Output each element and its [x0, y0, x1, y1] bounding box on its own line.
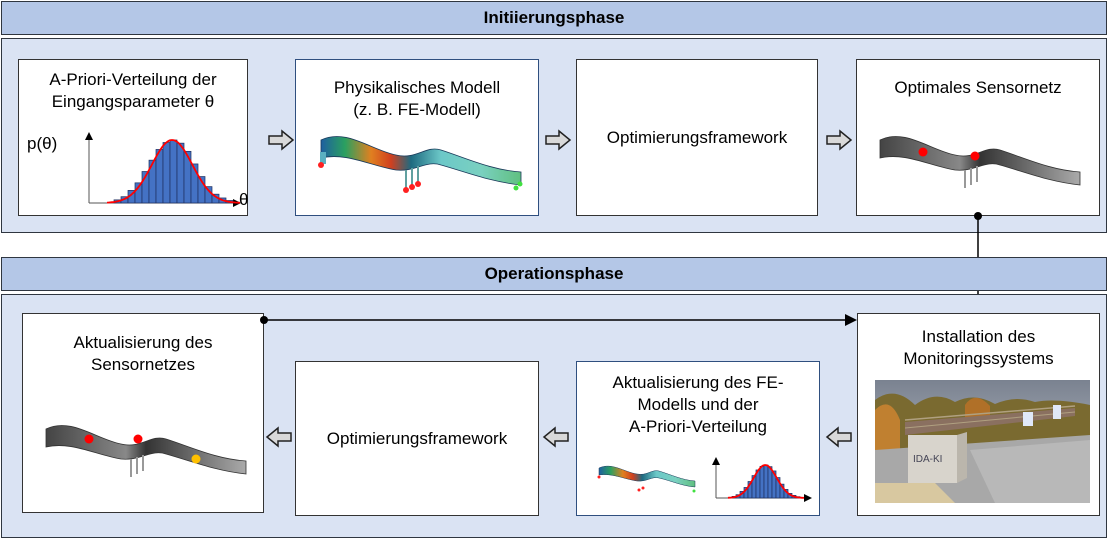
- histogram-bar: [759, 465, 765, 499]
- box-prior-distribution: A-Priori-Verteilung der Eingangsparamete…: [18, 59, 248, 216]
- x-axis-label: θ: [239, 190, 249, 209]
- y-axis-arrowhead: [85, 132, 93, 140]
- phase-title-initiation: Initiierungsphase: [483, 8, 625, 27]
- box-update-fe-model: Aktualisierung des FE- Modells und der A…: [576, 361, 820, 516]
- fe-model-small-image: [597, 465, 696, 493]
- sensor-dot: [970, 151, 980, 161]
- histogram-small-chart: [712, 457, 812, 502]
- box-title-optimal-sensor: Optimales Sensornetz: [894, 78, 1062, 97]
- box-title-optimization: Optimierungsframework: [606, 127, 788, 147]
- box-physical-model: Physikalisches Modell (z. B. FE-Modell): [295, 59, 539, 216]
- title-line: Physikalisches Modell: [333, 78, 501, 97]
- title-line: A-Priori-Verteilung der: [49, 70, 217, 89]
- phase-title-operation: Operationsphase: [484, 264, 624, 283]
- box-optimal-sensor-network: Optimales Sensornetz: [856, 59, 1100, 216]
- arrow-left-icon: [265, 426, 292, 448]
- monitoring-bridge-photo: IDA-KI: [875, 380, 1090, 503]
- box-title-physical: Physikalisches Modell (z. B. FE-Modell): [296, 77, 538, 121]
- title-line: Aktualisierung des: [73, 333, 213, 352]
- box-optimization-framework-2: Optimierungsframework: [295, 361, 539, 516]
- title-line: A-Priori-Verteilung: [629, 417, 767, 436]
- sensor-dot: [918, 147, 928, 157]
- title-line: Eingangsparameter θ: [51, 92, 215, 111]
- y-axis-arrowhead: [712, 457, 720, 465]
- sensor-dot-new: [191, 454, 201, 464]
- title-line: Installation des: [921, 327, 1036, 346]
- title-line: Modells und der: [637, 395, 759, 414]
- fe-model-bridge-image: [318, 136, 523, 193]
- box-optimization-framework: Optimierungsframework: [576, 59, 818, 216]
- y-axis-label: p(θ): [27, 134, 58, 153]
- phase-header-operation: Operationsphase: [1, 257, 1107, 291]
- arrow-right-icon: [268, 129, 295, 151]
- box-title-optimization-2: Optimierungsframework: [326, 428, 508, 448]
- histogram-bar: [763, 464, 769, 499]
- box-title-update-sensor: Aktualisierung des Sensornetzes: [23, 332, 263, 376]
- title-line: Monitoringssystems: [903, 349, 1054, 368]
- histogram-bar: [767, 466, 773, 499]
- density-curve: [107, 139, 241, 204]
- arrow-left-icon: [825, 426, 852, 448]
- histogram-chart: [85, 132, 241, 207]
- bridge-sensor-image: [45, 425, 247, 477]
- bridge-sensor-image: [879, 136, 1081, 188]
- sensor-dot: [84, 434, 94, 444]
- arrow-right-icon: [545, 129, 572, 151]
- box-title-installation: Installation des Monitoringssystems: [858, 326, 1099, 370]
- phase-header-initiation: Initiierungsphase: [1, 1, 1107, 35]
- box-installation-monitoring: Installation des Monitoringssystems IDA-…: [857, 313, 1100, 516]
- arrow-right-icon: [826, 129, 853, 151]
- title-line: Sensornetzes: [91, 355, 195, 374]
- box-update-sensor-network: Aktualisierung des Sensornetzes: [22, 313, 264, 513]
- photo-sign-text: IDA-KI: [913, 454, 942, 465]
- density-curve: [727, 464, 805, 499]
- x-axis-arrowhead: [804, 494, 812, 502]
- arrow-left-icon: [542, 426, 569, 448]
- sensor-dot: [133, 434, 143, 444]
- title-line: Aktualisierung des FE-: [612, 373, 784, 392]
- box-title-prior: A-Priori-Verteilung der Eingangsparamete…: [19, 69, 247, 113]
- title-line: (z. B. FE-Modell): [353, 100, 481, 119]
- box-title-update-fe: Aktualisierung des FE- Modells und der A…: [577, 372, 819, 438]
